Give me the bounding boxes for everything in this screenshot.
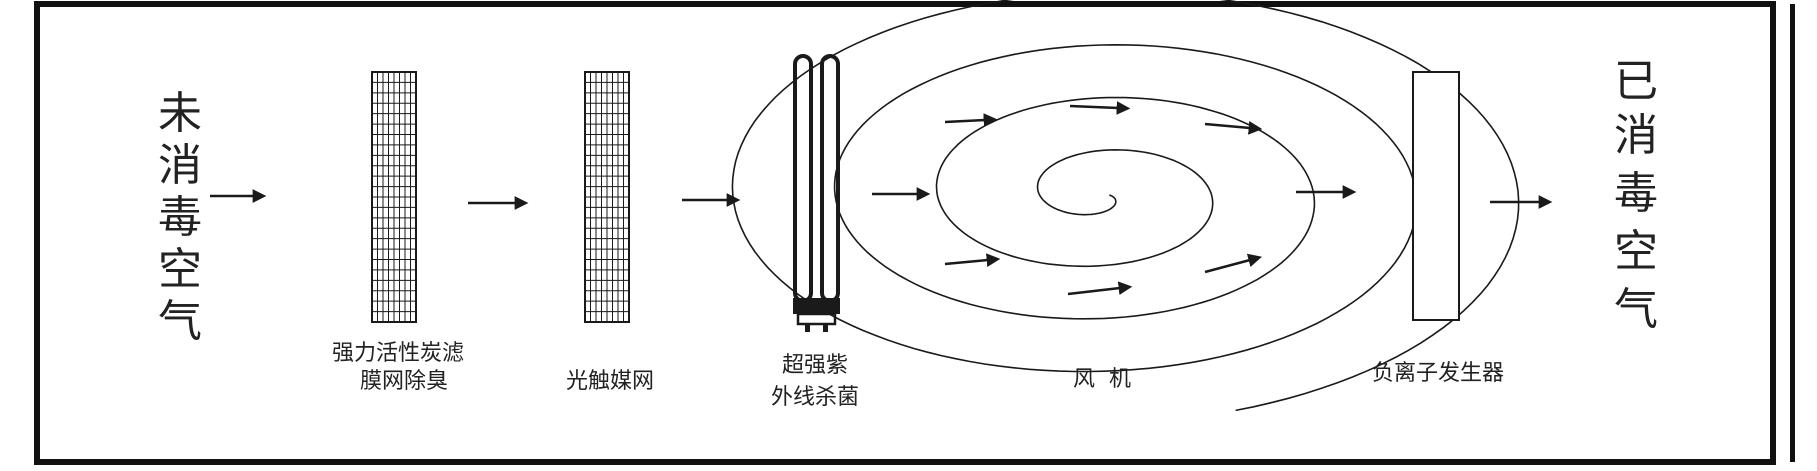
stage-caption: 强力活性炭滤 [332, 341, 464, 366]
output-label: 已 消 毒 空 气 [1614, 56, 1658, 335]
output-char: 已 [1614, 56, 1658, 107]
stage-caption: 膜网除臭 [360, 369, 448, 394]
output-char: 气 [1614, 284, 1658, 335]
input-label: 未 消 毒 空 气 [158, 88, 202, 347]
input-char: 消 [158, 140, 202, 191]
stage-caption: 负离子发生器 [1372, 361, 1504, 386]
input-char: 空 [158, 244, 202, 295]
output-char: 消 [1614, 110, 1658, 161]
ionizer-panel-icon [1412, 71, 1460, 321]
airflow-arrow-icon [944, 253, 1001, 267]
uv-lamp-icon [793, 54, 840, 332]
airflow-arrow-icon [1204, 121, 1263, 135]
airflow-arrow-icon [1069, 101, 1131, 115]
output-char: 空 [1614, 226, 1658, 277]
input-char: 毒 [158, 192, 202, 243]
flow-arrows [210, 101, 1553, 296]
right-edge-bar [1790, 4, 1795, 462]
stage-caption: 风 机 [1073, 367, 1131, 392]
spiral-fan-icon [731, 0, 1520, 412]
input-char: 未 [158, 88, 202, 139]
airflow-arrow-icon [1067, 281, 1133, 296]
grid-mesh-icon [584, 71, 630, 323]
stage-caption: 光触媒网 [566, 369, 654, 394]
stage-captions: 强力活性炭滤 膜网除臭 光触媒网 超强紫 外线杀菌 风 机 负离子发生器 [332, 341, 1504, 410]
input-char: 气 [158, 296, 202, 347]
diagram-frame [34, 1, 1776, 465]
airflow-arrow-icon [944, 113, 998, 127]
output-char: 毒 [1614, 168, 1658, 219]
airflow-arrow-icon [1204, 253, 1262, 274]
stage-caption: 外线杀菌 [771, 385, 859, 410]
stage-caption: 超强紫 [782, 353, 848, 378]
grid-filter-icon [371, 71, 417, 323]
